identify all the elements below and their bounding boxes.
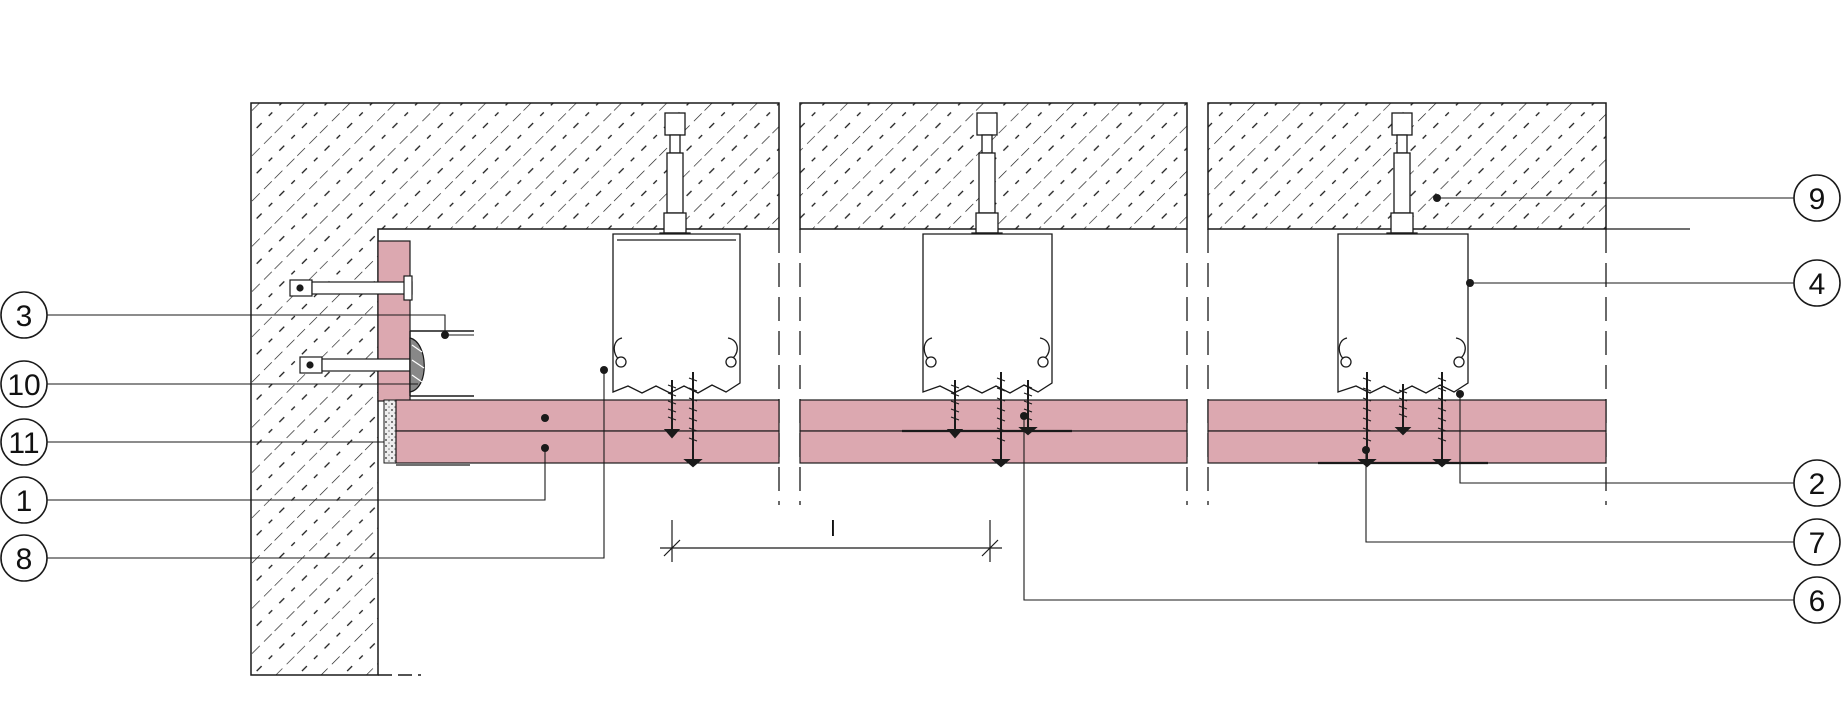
callout-7-label: 7: [1809, 527, 1826, 560]
screw: [1394, 384, 1412, 436]
plasterboard-layers: [395, 399, 1607, 464]
callout-8-label: 8: [16, 543, 33, 576]
wall-anchor-bolts: [289, 275, 413, 374]
insulation-strip: [383, 399, 397, 464]
callout-6-label: 6: [1809, 585, 1826, 618]
callout-4-label: 4: [1809, 268, 1826, 301]
board-lower-left: [395, 430, 780, 464]
callout-3: 3: [0, 291, 48, 339]
callout-10: 10: [0, 360, 48, 408]
break-lines: [778, 229, 1607, 505]
callout-1: 1: [0, 476, 48, 524]
callout-10-label: 10: [7, 369, 40, 402]
hanger-and-channel-right: [1337, 112, 1469, 394]
perimeter-board-strip: [377, 240, 411, 402]
hanger-and-channel-middle: [922, 112, 1053, 394]
hanger-and-channel-left: [612, 112, 741, 394]
callout-3-label: 3: [16, 300, 33, 333]
board-upper-left: [395, 399, 780, 432]
callout-11: 11: [0, 418, 48, 466]
spacing-dimension-label: l: [831, 516, 836, 541]
board-lower-right: [1207, 430, 1607, 464]
callout-11-label: 11: [8, 427, 39, 460]
callout-7: 7: [1793, 518, 1841, 566]
callout-8: 8: [0, 534, 48, 582]
callout-1-label: 1: [16, 485, 33, 518]
callout-2-label: 2: [1809, 468, 1826, 501]
screw: [663, 380, 681, 439]
board-upper-middle: [799, 399, 1188, 432]
wall-anchor-lower: [299, 356, 411, 374]
board-lower-middle: [799, 430, 1188, 464]
callout-6: 6: [1793, 576, 1841, 624]
leader-dots: [441, 194, 1474, 454]
wall-anchor-upper: [289, 275, 413, 301]
board-upper-right: [1207, 399, 1607, 432]
screw: [991, 372, 1011, 468]
spacing-dimension: l: [660, 516, 1002, 562]
callout-9-label: 9: [1809, 183, 1826, 216]
leader-lines: [45, 197, 1820, 601]
callout-2: 2: [1793, 459, 1841, 507]
callout-9: 9: [1793, 174, 1841, 222]
screw: [683, 372, 703, 468]
callout-4: 4: [1793, 259, 1841, 307]
